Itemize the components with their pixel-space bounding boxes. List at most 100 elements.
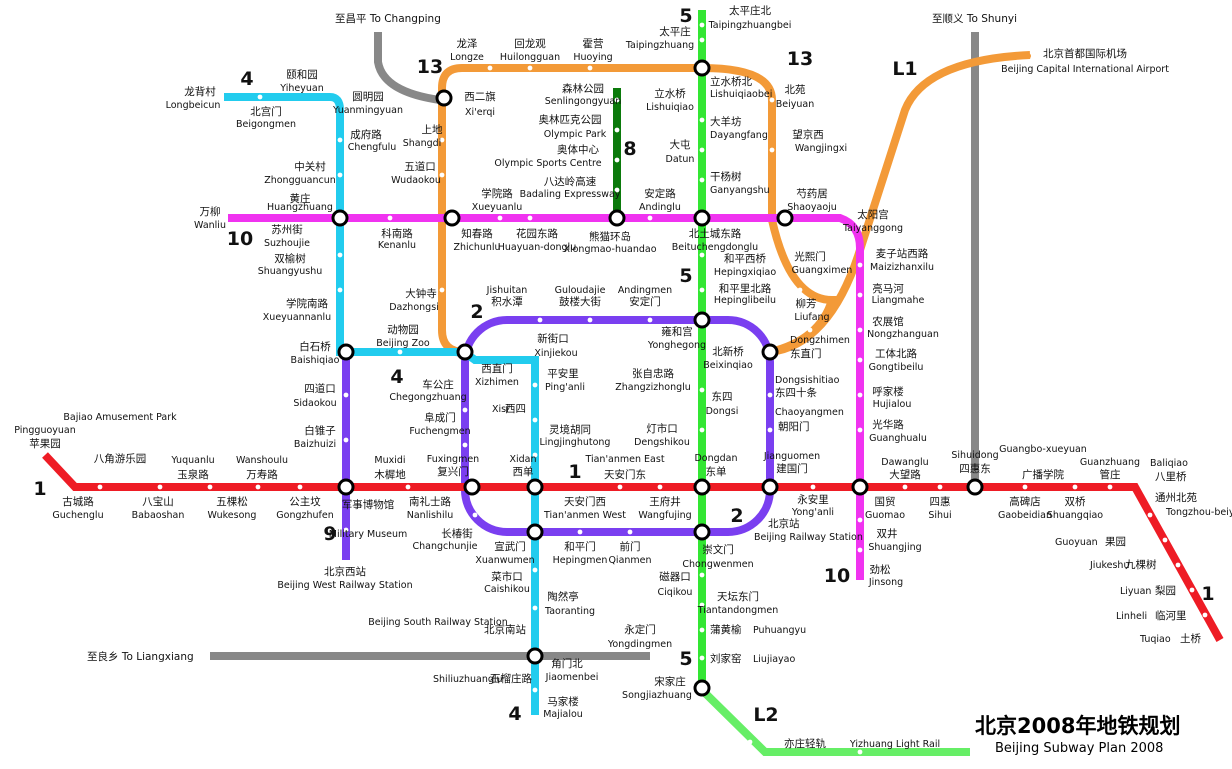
station-label-wukesong-en: Wukesong (208, 510, 257, 521)
line-10 (228, 214, 864, 580)
station-label-chegongzhuang-cn: 车公庄 (422, 378, 454, 391)
station-label-longbeicun-en: Longbeicun (166, 100, 221, 111)
station-label-baishiqiao-cn: 白石桥 (299, 340, 331, 353)
station-label-beijingzoo-en: Beijing Zoo (376, 338, 430, 349)
station-label-andingmen-cn: 安定门 (629, 295, 661, 308)
station-label-wudaokou-cn: 五道口 (404, 160, 436, 173)
station-label-changchunjie-en: Changchunjie (413, 541, 478, 552)
station-label-xueyuanlu-cn: 学院路 (481, 187, 513, 200)
line-label-l4-north: 4 (240, 68, 253, 90)
station-label-wanliu-cn: 万柳 (200, 205, 221, 218)
station-label-lishuiqiao-cn: 立水桥 (654, 87, 686, 100)
station-label-guanghualu-cn: 光华路 (872, 418, 904, 431)
station-label-chengfulu-en: Chengfulu (348, 142, 397, 153)
station-label-maizidian-en: Maizizhanxilu (870, 262, 934, 273)
station-label-yiheyuan-en: Yiheyuan (279, 83, 323, 94)
station-label-guanghualu-en: Guanghualu (869, 433, 927, 444)
line-label-l1-west: 1 (33, 478, 46, 500)
station-label-dayangfang-cn: 大羊坊 (710, 115, 742, 128)
station-label-wangjingxi-cn: 望京西 (792, 128, 824, 141)
station-label-liyuan-cn: 梨园 (1155, 584, 1176, 597)
station-label-lingjinghutong-cn: 灵境胡同 (549, 423, 591, 436)
station-label-beixinqiao-cn: 北新桥 (712, 345, 744, 358)
station-label-songjiazhuang-cn: 宋家庄 (654, 675, 686, 688)
station-label-beigongmen-cn: 北宫门 (250, 105, 282, 118)
station-label-lishuiqiaobei-cn: 立水桥北 (710, 75, 752, 88)
station-label-chengfulu-cn: 成府路 (350, 128, 382, 141)
station-label-caishikou-en: Caishikou (484, 584, 530, 595)
station-label-xueyuannanlu-en: Xueyuannanlu (263, 312, 331, 323)
station-label-wukesong-cn: 五棵松 (216, 495, 248, 508)
station-label-guanzhuang-en: Guanzhuang (1080, 457, 1140, 468)
station-label-yongdingmen-cn: 永定门 (624, 623, 656, 636)
station-label-guomao-en: Guomao (865, 510, 905, 521)
station-label-junshi-cn: 军事博物馆 (342, 498, 395, 511)
station-label-beitucheng-cn: 北土城东路 (689, 227, 742, 240)
future-lines (210, 32, 979, 660)
station-label-huoying-cn: 霍营 (583, 37, 604, 50)
station-label-jinsong-en: Jinsong (868, 577, 903, 588)
station-label-xinjiekou-en: Xinjiekou (534, 348, 577, 359)
station-label-dongdan-en: Dongdan (694, 453, 737, 464)
station-label-caishikou-cn: 菜市口 (491, 570, 523, 583)
station-label-yuanmingyuan-en: Yuanmingyuan (332, 105, 403, 116)
station-label-hujialou-cn: 呼家楼 (872, 385, 904, 398)
station-label-suzhoujie-cn: 苏州街 (271, 223, 303, 236)
station-label-linheli-cn: 临河里 (1155, 609, 1187, 622)
station-label-olympicpark-cn: 奥林匹克公园 (539, 113, 602, 126)
station-label-xizhimen-cn: 西直门 (481, 362, 513, 375)
station-label-dawanglu-en: Dawanglu (881, 457, 928, 468)
station-label-tongzhoubeiyuan-cn: 通州北苑 (1155, 491, 1197, 504)
station-label-andinglu-cn: 安定路 (644, 187, 676, 200)
station-label-baizhuizi-en: Baizhuizi (294, 439, 336, 450)
station-ticks (97, 22, 1208, 755)
line-label-l13-west: 13 (417, 56, 443, 78)
line-airport (769, 51, 1031, 356)
station-label-tuqiao-en: Tuqiao (1139, 634, 1171, 645)
station-label-yongdingmen-en: Yongdingmen (607, 639, 672, 650)
station-label-muxidi-cn: 木樨地 (374, 468, 406, 481)
station-label-beijingnan-en: Beijing South Railway Station (368, 617, 507, 628)
station-label-yuanmingyuan-cn: 圆明园 (352, 91, 384, 103)
station-label-airport-cn: 北京首都国际机场 (1043, 47, 1127, 60)
station-label-xuanwumen-cn: 宣武门 (494, 540, 526, 553)
station-label-xidan-cn: 西单 (513, 466, 534, 478)
station-label-babaoshan-cn: 八宝山 (142, 495, 174, 508)
station-label-babaoshan-en: Babaoshan (132, 510, 185, 521)
station-label-sidaokou-en: Sidaokou (293, 398, 336, 409)
line-label-l1-center: 1 (568, 461, 581, 483)
station-label-lingjinghutong-en: Lingjinghutong (540, 437, 611, 448)
station-label-puhuangyu-en: Puhuangyu (753, 625, 806, 636)
station-label-junshi-en: Military Museum (329, 529, 408, 540)
station-label-guangbo-cn: 广播学院 (1022, 468, 1064, 481)
station-label-ciqikou-cn: 磁器口 (659, 570, 691, 583)
station-label-tongzhoubeiyuan-en: Tongzhou-beiyuan (1165, 507, 1232, 518)
station-label-shiliuzhuang-en: Shiliuzhuanglu (433, 674, 503, 685)
station-label-sihui-cn: 四惠 (930, 495, 951, 508)
station-label-badaling-cn: 八达岭高速 (544, 175, 597, 188)
station-label-beiyuan-cn: 北苑 (785, 83, 806, 96)
station-label-shangdi-cn: 上地 (422, 123, 443, 136)
station-label-dongsi-en: Dongsi (706, 406, 739, 417)
station-label-airport-en: Beijing Capital International Airport (1001, 64, 1169, 75)
station-label-gongtibeilu-en: Gongtibeilu (869, 362, 924, 373)
station-label-tiantandongmen-cn: 天坛东门 (717, 590, 759, 603)
station-label-dongzhimen-en: Dongzhimen (790, 335, 850, 346)
station-label-dayangfang-en: Dayangfang (710, 130, 768, 141)
station-label-yonganli-en: Yong'anli (791, 507, 834, 518)
station-label-taipingzhuangbei-cn: 太平庄北 (729, 4, 771, 17)
station-label-guloudajie-cn: 鼓楼大街 (559, 295, 601, 308)
station-label-sihuidong-en: Sihuidong (951, 450, 998, 461)
map-title-en: Beijing Subway Plan 2008 (995, 741, 1163, 756)
line-lightrail (699, 687, 970, 756)
station-label-yonganli-cn: 永安里 (797, 493, 829, 506)
station-label-chaoyangmen-en: Chaoyangmen (775, 407, 844, 418)
station-label-baishiqiao-en: Baishiqiao (291, 355, 340, 366)
station-label-bajiao-en: Bajiao Amusement Park (63, 412, 177, 423)
station-label-zhongguancun-cn: 中关村 (294, 160, 326, 173)
station-label-beijingzhan-cn: 北京站 (768, 517, 800, 530)
line-label-l1-east: 1 (1201, 583, 1214, 605)
station-label-liujiayao-en: Liujiayao (753, 654, 795, 665)
